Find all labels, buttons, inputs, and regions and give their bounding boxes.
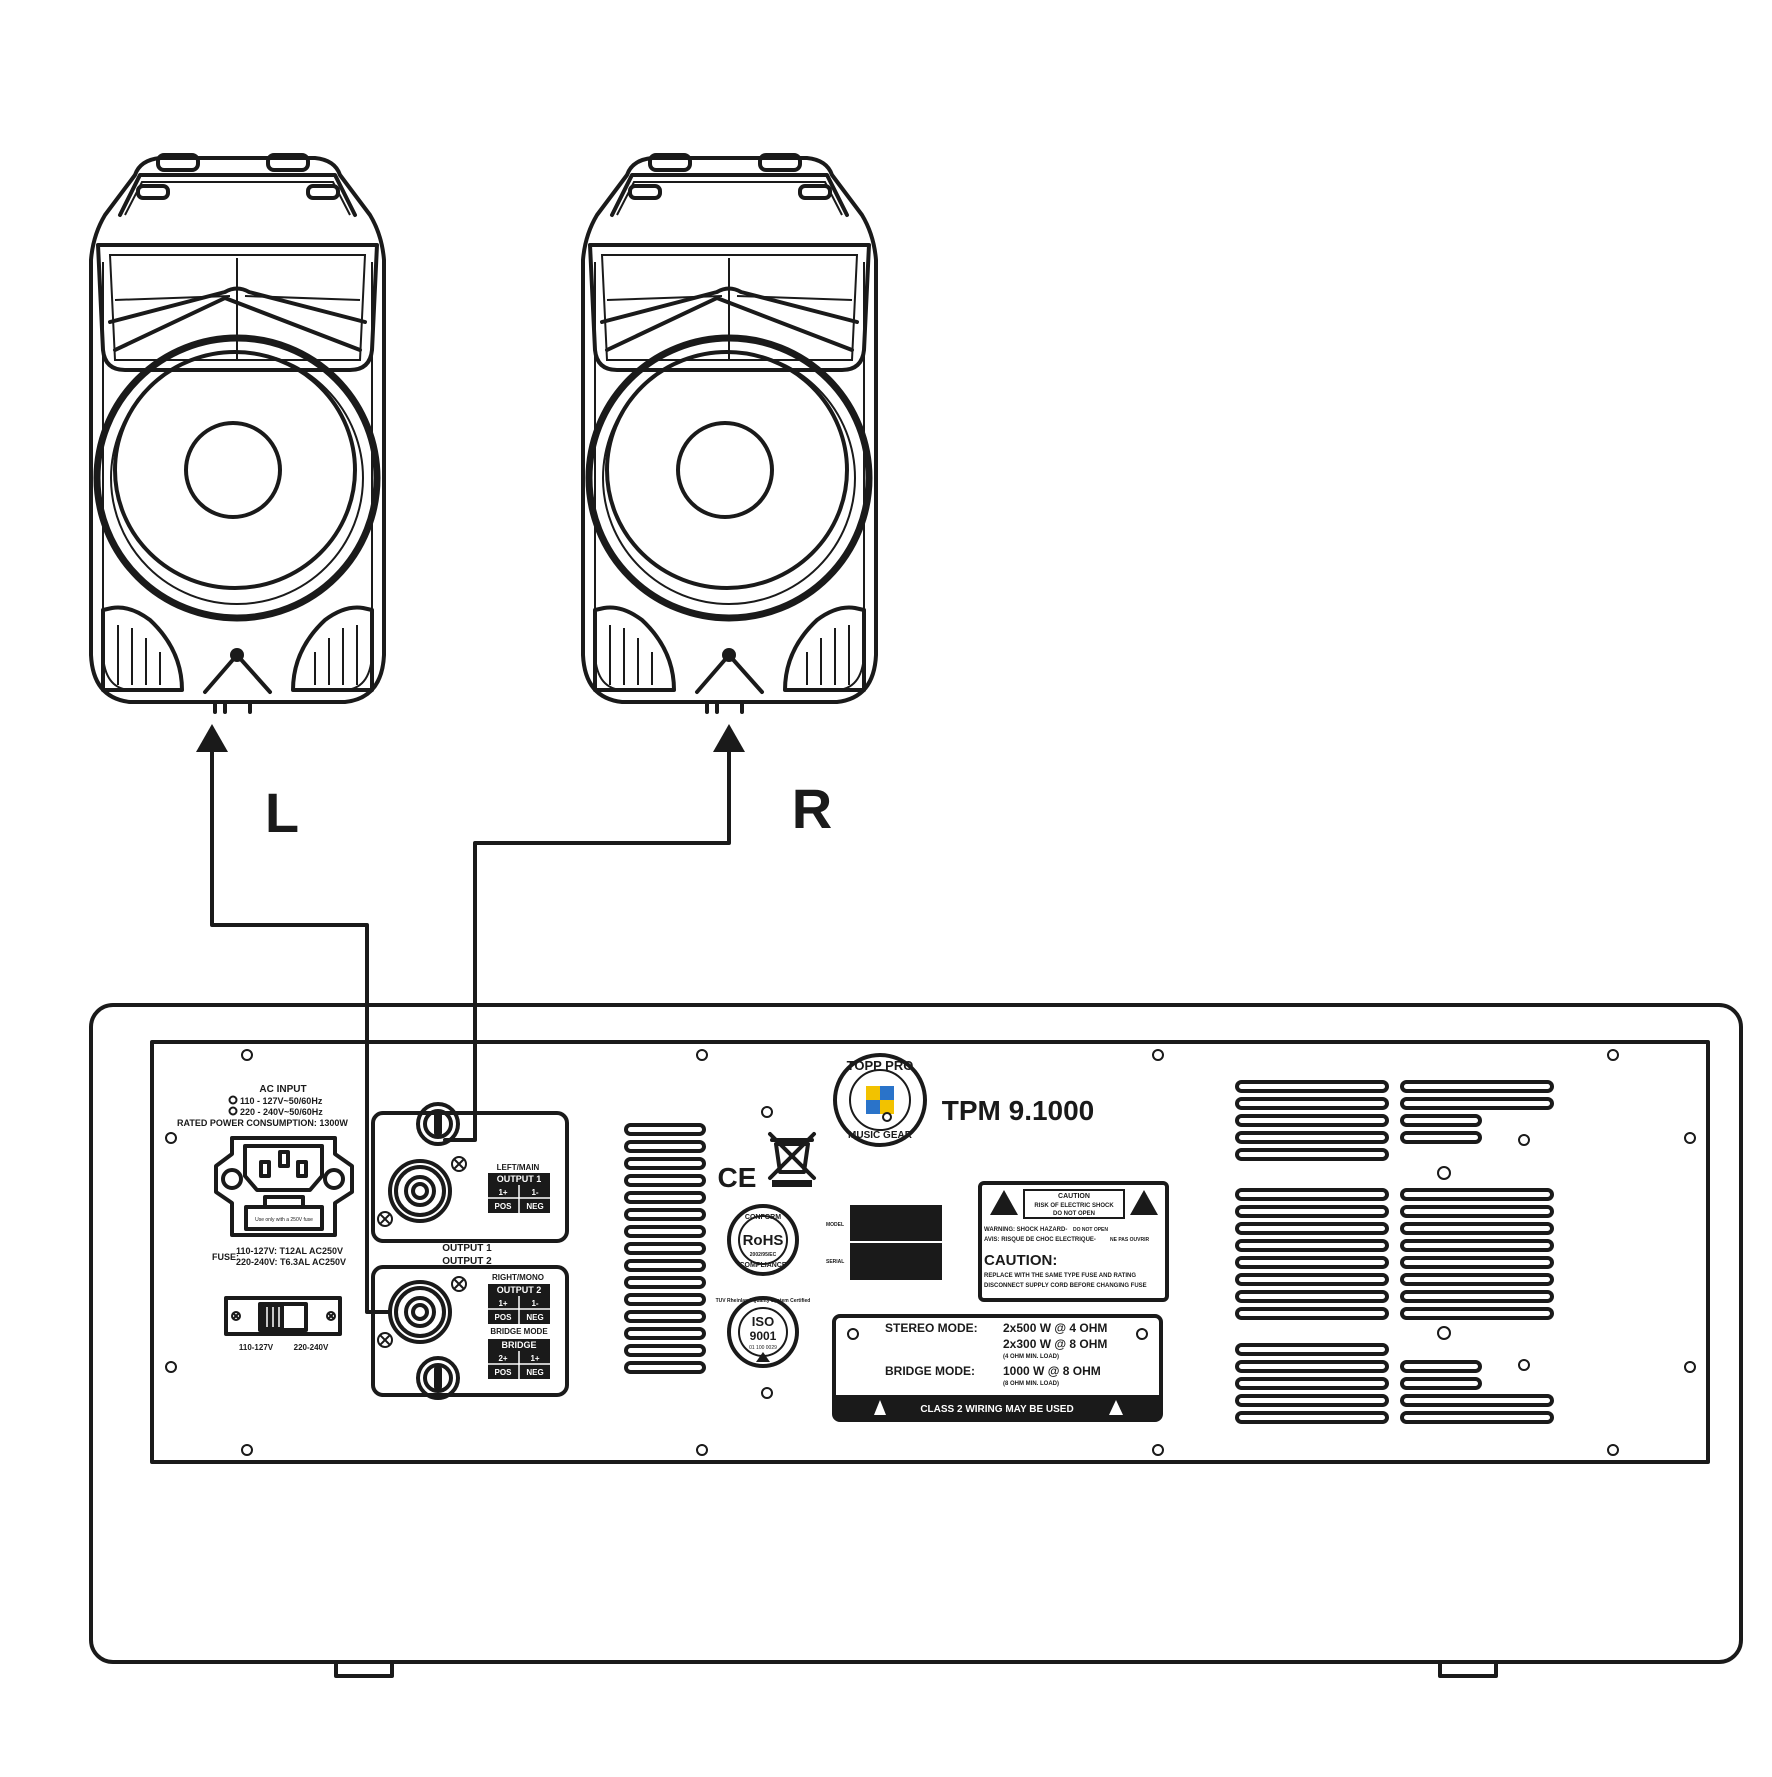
output1-mode: LEFT/MAIN bbox=[497, 1163, 540, 1172]
voltage-label-right: 220-240V bbox=[294, 1343, 329, 1352]
weee-bin-icon bbox=[768, 1132, 816, 1187]
ac-input-title: AC INPUT bbox=[259, 1084, 306, 1095]
bridge-pin2: 1+ bbox=[530, 1354, 539, 1363]
logo-top-text: TOPP PRO bbox=[847, 1058, 914, 1073]
caution-header-2: RISK OF ELECTRIC SHOCK bbox=[1034, 1203, 1114, 1209]
output1-header: OUTPUT 1 bbox=[497, 1174, 542, 1184]
iec-fuse-note: Use only with a 250V fuse bbox=[255, 1217, 313, 1223]
output2-section-label: OUTPUT 2 bbox=[442, 1256, 492, 1267]
output1-speakon-jack[interactable] bbox=[388, 1159, 452, 1223]
output1-labels: LEFT/MAIN OUTPUT 1 1+ 1- POS NEG OUTPUT … bbox=[442, 1163, 550, 1254]
output1-section-label: OUTPUT 1 bbox=[442, 1243, 492, 1254]
stereo-spec-2: 2x300 W @ 8 OHM bbox=[1003, 1337, 1107, 1351]
output2-pin1: 1+ bbox=[498, 1299, 507, 1308]
iso-number: 9001 bbox=[750, 1329, 777, 1343]
output2-neg: NEG bbox=[526, 1313, 543, 1322]
rohs-bottom: COMPLIANCE bbox=[739, 1262, 786, 1269]
right-cable bbox=[443, 724, 745, 1142]
output2-mode: RIGHT/MONO bbox=[492, 1273, 544, 1282]
stereo-spec-1: 2x500 W @ 4 OHM bbox=[1003, 1321, 1107, 1335]
ac-input-option2: 220 - 240V~50/60Hz bbox=[240, 1107, 323, 1117]
bridge-pin1: 2+ bbox=[498, 1354, 507, 1363]
bridge-mode-label: BRIDGE MODE bbox=[490, 1327, 548, 1336]
output1-neg: NEG bbox=[526, 1202, 543, 1211]
output1-pin1: 1+ bbox=[498, 1188, 507, 1197]
rohs-badge: CONFORM RoHS 2002/95/EC COMPLIANCE bbox=[727, 1204, 799, 1276]
left-channel-label: L bbox=[265, 781, 299, 844]
panel-screws bbox=[165, 1049, 1696, 1456]
rohs-code: 2002/95/EC bbox=[750, 1252, 777, 1258]
bridge-note: (8 OHM MIN. LOAD) bbox=[1003, 1381, 1059, 1387]
caution-line-2: DISCONNECT SUPPLY CORD BEFORE CHANGING F… bbox=[984, 1283, 1147, 1289]
fuse-label: FUSE: bbox=[212, 1252, 239, 1262]
caution-warning-tail: DO NOT OPEN bbox=[1073, 1227, 1108, 1233]
ac-input-section: AC INPUT 110 - 127V~50/60Hz 220 - 240V~5… bbox=[177, 1084, 348, 1128]
stereo-note: (4 OHM MIN. LOAD) bbox=[1003, 1354, 1059, 1360]
output1-panel bbox=[371, 1102, 569, 1243]
vent-right bbox=[1235, 1080, 1554, 1424]
caution-label: CAUTION RISK OF ELECTRIC SHOCK DO NOT OP… bbox=[978, 1181, 1169, 1302]
iso-ring-text: TUV Rheinland Quality System Certified bbox=[716, 1298, 811, 1304]
iso-badge: ISO 9001 01 100 0029 TUV Rheinland Quali… bbox=[716, 1296, 811, 1368]
specs-footer: CLASS 2 WIRING MAY BE USED bbox=[920, 1404, 1073, 1415]
rated-power: RATED POWER CONSUMPTION: 1300W bbox=[177, 1118, 348, 1128]
specs-label: STEREO MODE: 2x500 W @ 4 OHM 2x300 W @ 8… bbox=[832, 1314, 1163, 1422]
voltage-label-left: 110-127V bbox=[239, 1343, 274, 1352]
output1-pos: POS bbox=[495, 1202, 513, 1211]
output2-header: OUTPUT 2 bbox=[497, 1285, 542, 1295]
voltage-selector-switch[interactable]: 110-127V 220-240V bbox=[224, 1296, 342, 1352]
stereo-mode-label: STEREO MODE: bbox=[885, 1321, 978, 1335]
bridge-header: BRIDGE bbox=[501, 1340, 536, 1350]
right-speaker bbox=[581, 153, 878, 714]
bridge-mode-spec-label: BRIDGE MODE: bbox=[885, 1364, 975, 1378]
caution-header-3: DO NOT OPEN bbox=[1053, 1211, 1095, 1217]
rohs-text: RoHS bbox=[743, 1232, 784, 1249]
bridge-neg: NEG bbox=[526, 1368, 543, 1377]
caution-line-1: REPLACE WITH THE SAME TYPE FUSE AND RATI… bbox=[984, 1273, 1136, 1279]
id-model-label: MODEL bbox=[826, 1222, 844, 1228]
id-plate: MODEL SERIAL bbox=[826, 1205, 942, 1280]
output2-labels: RIGHT/MONO OUTPUT 2 1+ 1- POS NEG BRIDGE… bbox=[488, 1273, 550, 1379]
output2-pin2: 1- bbox=[531, 1299, 538, 1308]
bridge-pos: POS bbox=[495, 1368, 513, 1377]
iso-code: 01 100 0029 bbox=[749, 1345, 777, 1351]
rohs-top: CONFORM bbox=[745, 1214, 781, 1221]
model-name: TPM 9.1000 bbox=[942, 1095, 1095, 1126]
iec-power-inlet[interactable]: Use only with a 250V fuse bbox=[214, 1136, 354, 1237]
output2-pos: POS bbox=[495, 1313, 513, 1322]
amplifier: AC INPUT 110 - 127V~50/60Hz 220 - 240V~5… bbox=[89, 1003, 1743, 1678]
left-speaker bbox=[89, 153, 386, 714]
caution-avis-tail: NE PAS OUVRIR bbox=[1110, 1237, 1149, 1243]
output1-pin2: 1- bbox=[531, 1188, 538, 1197]
ac-input-option1: 110 - 127V~50/60Hz bbox=[240, 1096, 323, 1106]
right-channel-label: R bbox=[792, 777, 832, 840]
caution-warning: WARNING: SHOCK HAZARD- bbox=[984, 1227, 1067, 1233]
output2-panel: OUTPUT 2 bbox=[371, 1256, 569, 1400]
output2-speakon-jack[interactable] bbox=[388, 1280, 452, 1344]
caution-title: CAUTION: bbox=[984, 1252, 1057, 1269]
vent-left bbox=[624, 1123, 706, 1374]
caution-header-1: CAUTION bbox=[1058, 1193, 1090, 1200]
bridge-spec: 1000 W @ 8 OHM bbox=[1003, 1364, 1101, 1378]
topp-pro-logo: TOPP PRO MUSIC GEAR bbox=[833, 1053, 927, 1147]
ce-mark: CE bbox=[718, 1162, 757, 1193]
logo-bottom-text: MUSIC GEAR bbox=[848, 1130, 913, 1141]
id-serial-label: SERIAL bbox=[826, 1259, 844, 1265]
fuse-info: FUSE: 110-127V: T12AL AC250V 220-240V: T… bbox=[212, 1246, 346, 1267]
fuse-rating-2: 220-240V: T6.3AL AC250V bbox=[236, 1257, 346, 1267]
fuse-rating-1: 110-127V: T12AL AC250V bbox=[236, 1246, 343, 1256]
caution-avis: AVIS: RISQUE DE CHOC ELECTRIQUE- bbox=[984, 1237, 1096, 1243]
ce-text: CE bbox=[718, 1162, 757, 1193]
iso-text: ISO bbox=[752, 1314, 774, 1329]
